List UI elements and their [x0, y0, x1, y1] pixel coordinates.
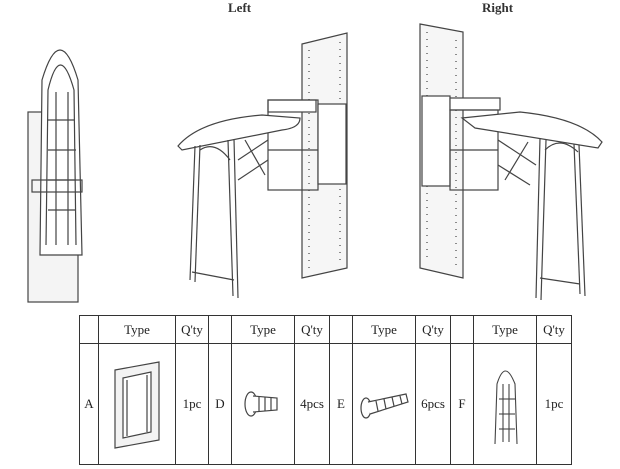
short-screw-icon — [244, 391, 278, 417]
part-letter-a: A — [79, 343, 99, 465]
part-letter-f: F — [450, 343, 474, 465]
qty-header-f: Q'ty — [536, 315, 572, 344]
type-header-a: Type — [98, 315, 176, 344]
left-view-label: Left — [228, 0, 252, 15]
left-view-drawing — [177, 32, 348, 299]
assembly-illustration — [27, 23, 603, 303]
part-qty-d: 4pcs — [294, 343, 330, 465]
parts-table: Type Q'ty Type Q'ty Type Q'ty Type Q'ty … — [79, 315, 572, 465]
qty-header-a: Q'ty — [175, 315, 209, 344]
folded-board-drawing — [27, 49, 83, 303]
part-qty-f: 1pc — [536, 343, 572, 465]
long-screw-icon — [360, 393, 409, 419]
qty-header-e: Q'ty — [415, 315, 451, 344]
part-qty-e: 6pcs — [415, 343, 451, 465]
part-letter-e: E — [329, 343, 353, 465]
wall-frame-icon — [114, 361, 160, 449]
part-letter-d: D — [208, 343, 232, 465]
part-qty-a: 1pc — [175, 343, 209, 465]
folded-ironing-board-icon — [494, 370, 518, 445]
type-header-f: Type — [473, 315, 537, 344]
right-view-drawing — [419, 23, 603, 301]
part-type-a — [98, 343, 176, 465]
qty-header-d: Q'ty — [294, 315, 330, 344]
right-view-label: Right — [482, 0, 514, 15]
part-type-e — [352, 343, 416, 465]
type-header-d: Type — [231, 315, 295, 344]
part-type-d — [231, 343, 295, 465]
type-header-e: Type — [352, 315, 416, 344]
part-type-f — [473, 343, 537, 465]
